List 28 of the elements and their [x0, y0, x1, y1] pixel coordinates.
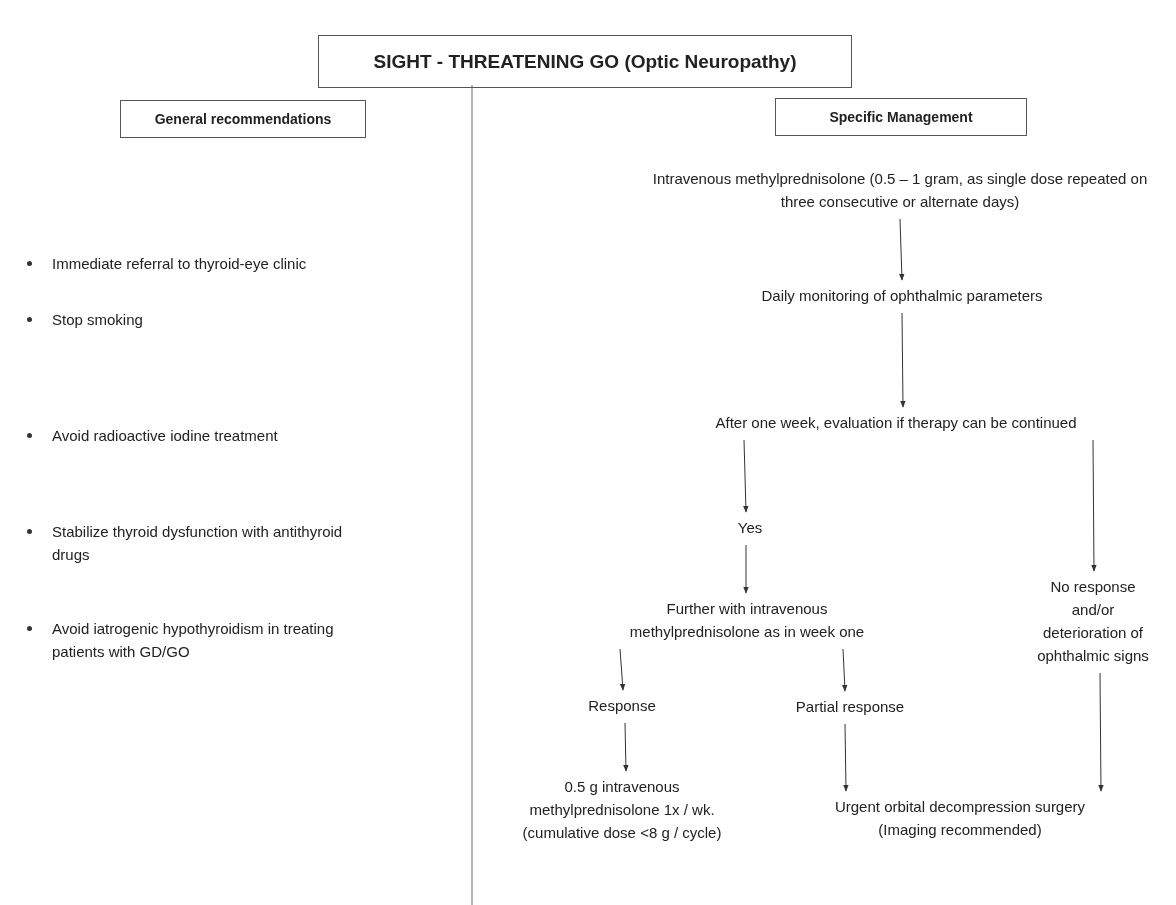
list-item: Stabilize thyroid dysfunction with antithyroid drugs [52, 522, 344, 565]
arrow [900, 312, 906, 408]
arrow [743, 439, 749, 513]
flow-step-text: After one week, evaluation if therapy can be continued [616, 411, 1176, 434]
arrow [743, 544, 749, 594]
flow-step-text: Urgent orbital decompression surgery (Imaging recommended) [815, 795, 1105, 841]
flow-step-text: Further with intravenous methylprednisolone as in week one [612, 597, 882, 643]
flow-step-text: Partial response [770, 695, 930, 718]
flow-step-text: Yes [700, 516, 800, 539]
list-item: Avoid iatrogenic hypothyroidism in treating patients with GD/GO [52, 619, 335, 662]
arrow [1098, 672, 1104, 792]
flow-step-text: Daily monitoring of ophthalmic parameters [750, 284, 1054, 307]
header-box: General recommendations [120, 100, 366, 138]
flow-step-text: Response [560, 694, 684, 717]
flow-step-text: 0.5 g intravenous methylprednisolone 1x / wk. (cumulative dose <8 g / cycle) [510, 775, 734, 844]
list-item: Immediate referral to thyroid-eye clinic [52, 254, 308, 274]
flow-step-text: No response and/or deterioration of ophthalmic signs [1030, 575, 1156, 667]
list-item: Avoid radioactive iodine treatment [52, 426, 279, 446]
title: SIGHT - THREATENING GO (Optic Neuropathy) [318, 35, 852, 88]
flow-step-text: Intravenous methylprednisolone (0.5 – 1 gram, as single dose repeated on three consecutive or alternate days) [650, 167, 1150, 213]
arrow [623, 722, 629, 772]
header-box: Specific Management [775, 98, 1027, 136]
arrow [899, 218, 905, 281]
list-item: Stop smoking [52, 310, 144, 330]
arrow [843, 723, 849, 792]
arrow [841, 648, 848, 692]
arrow [619, 648, 626, 691]
arrow [1091, 439, 1097, 572]
